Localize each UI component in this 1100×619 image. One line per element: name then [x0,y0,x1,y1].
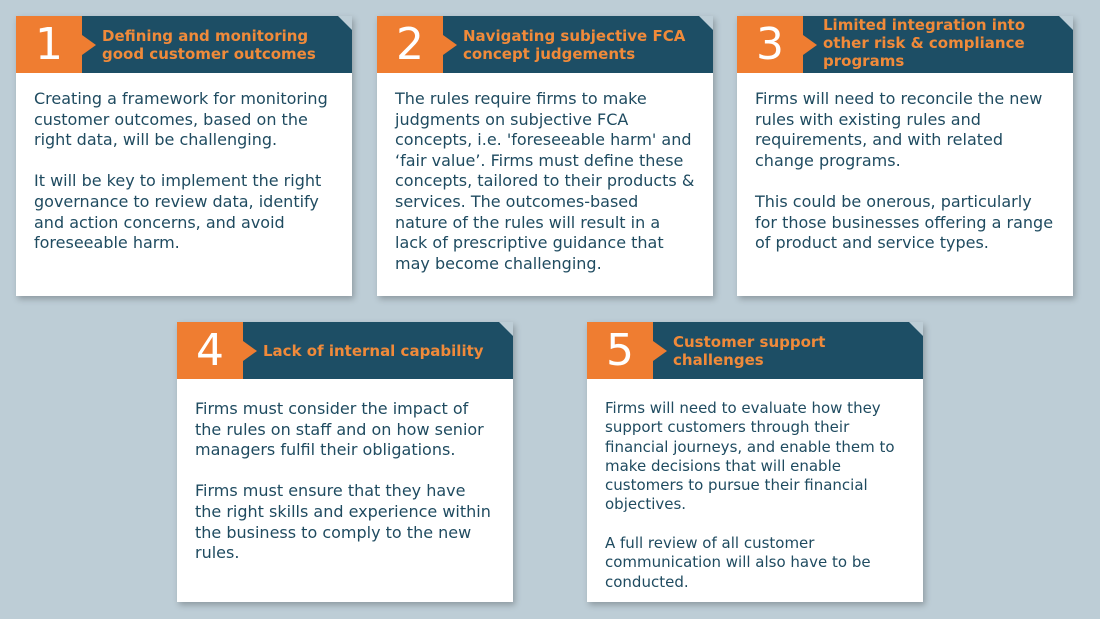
card-title-text: Defining and monitoring good customer ou… [102,26,316,63]
card-paragraph: Firms will need to reconcile the new rul… [755,89,1043,170]
card-number: 4 [177,322,243,379]
card-body: The rules require firms to make judgment… [377,73,713,296]
card-number: 2 [377,16,443,73]
card-number: 3 [737,16,803,73]
card-title-text: Customer support challenges [673,332,826,369]
card-paragraph: Firms must consider the impact of the ru… [195,399,484,460]
card-body: Creating a framework for monitoring cust… [16,73,352,296]
card-2: 2 Navigating subjective FCA concept judg… [377,16,713,296]
card-paragraph: Firms will need to evaluate how they sup… [605,399,895,514]
card-paragraph: The rules require firms to make judgment… [395,89,695,273]
card-body: Firms will need to reconcile the new rul… [737,73,1073,296]
card-number: 5 [587,322,653,379]
card-paragraph: It will be key to implement the right go… [34,171,322,253]
card-header: 3 Limited integration into other risk & … [737,16,1073,73]
card-title-text: Lack of internal capability [263,341,484,360]
card-title: Navigating subjective FCA concept judgem… [463,16,701,73]
card-title-text: Navigating subjective FCA concept judgem… [463,26,686,63]
card-3: 3 Limited integration into other risk & … [737,16,1073,296]
card-body: Firms must consider the impact of the ru… [177,379,513,602]
card-number: 1 [16,16,82,73]
card-title: Defining and monitoring good customer ou… [102,16,340,73]
card-header: 4 Lack of internal capability [177,322,513,379]
card-title: Customer support challenges [673,322,911,379]
card-body: Firms will need to evaluate how they sup… [587,379,923,602]
card-4: 4 Lack of internal capability Firms must… [177,322,513,602]
card-title-text: Limited integration into other risk & co… [823,16,1026,70]
card-1: 1 Defining and monitoring good customer … [16,16,352,296]
card-title: Limited integration into other risk & co… [823,16,1061,73]
card-header: 5 Customer support challenges [587,322,923,379]
card-paragraph: Firms must ensure that they have the rig… [195,481,491,563]
card-paragraph: This could be onerous, particularly for … [755,191,1054,253]
card-paragraph: Creating a framework for monitoring cust… [34,89,328,150]
card-5: 5 Customer support challenges Firms will… [587,322,923,602]
card-paragraph: A full review of all customer communicat… [605,534,871,591]
card-title: Lack of internal capability [263,322,501,379]
card-header: 1 Defining and monitoring good customer … [16,16,352,73]
card-header: 2 Navigating subjective FCA concept judg… [377,16,713,73]
